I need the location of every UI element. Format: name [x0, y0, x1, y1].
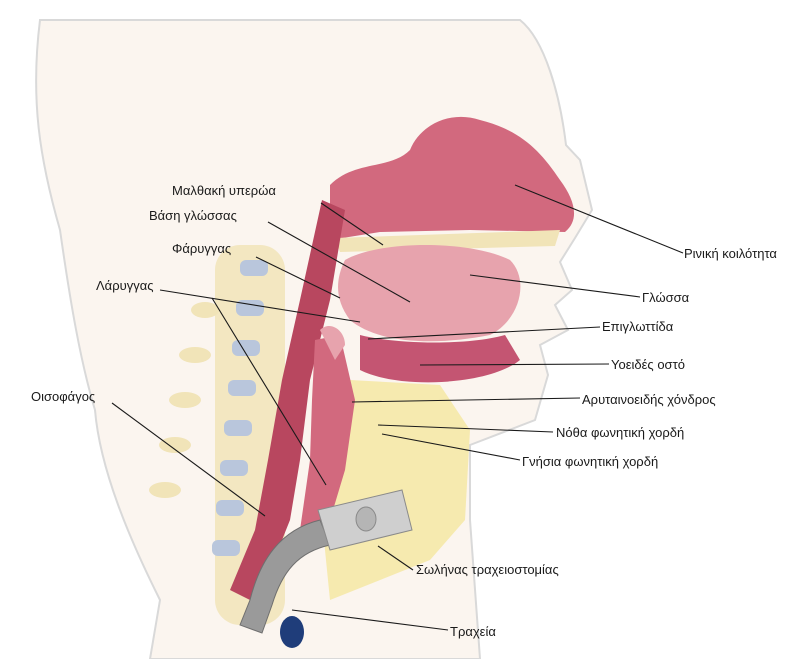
label-tongue: Γλώσσα	[642, 290, 690, 305]
label-nasal-cavity: Ρινική κοιλότητα	[684, 246, 777, 261]
label-arytenoid-cartilage: Αρυταινοειδής χόνδρος	[582, 392, 716, 407]
label-epiglottis: Επιγλωττίδα	[602, 319, 674, 334]
label-soft-palate: Μαλθακή υπερώα	[172, 183, 276, 198]
label-trachea: Τραχεία	[450, 624, 496, 639]
label-true-vocal-cord: Γνήσια φωνητική χορδή	[522, 454, 658, 469]
label-tracheostomy-tube: Σωλήνας τραχειοστομίας	[416, 562, 559, 577]
trachea-lumen	[280, 616, 304, 648]
label-esophagus: Οισοφάγος	[31, 389, 95, 404]
tongue-shape	[338, 245, 520, 341]
label-pharynx: Φάρυγγας	[172, 241, 231, 256]
label-larynx: Λάρυγγας	[96, 278, 153, 293]
label-hyoid-bone: Υοειδές οστό	[611, 357, 685, 372]
label-tongue-base: Βάση γλώσσας	[149, 208, 237, 223]
label-false-vocal-cord: Νόθα φωνητική χορδή	[556, 425, 684, 440]
